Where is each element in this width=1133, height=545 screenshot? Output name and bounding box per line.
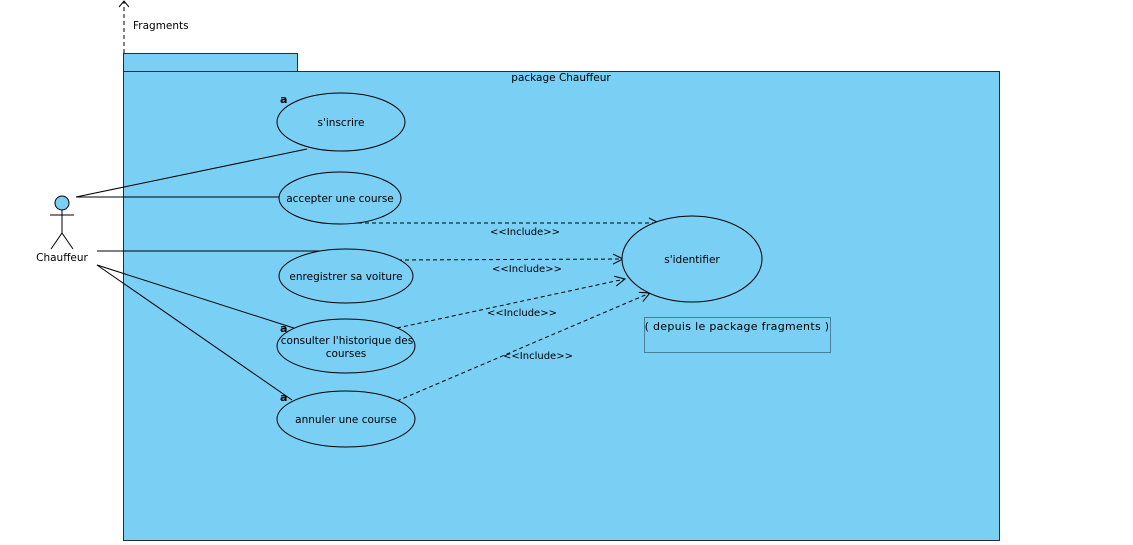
use-case-consulter-line1: consulter l'historique des bbox=[281, 335, 413, 347]
use-case-inscrire[interactable]: s'inscrire bbox=[276, 92, 406, 152]
marker-consulter: a bbox=[280, 322, 287, 335]
use-case-annuler-label: annuler une course bbox=[295, 414, 397, 426]
actor-head bbox=[54, 195, 70, 211]
association-consulter bbox=[96, 264, 301, 331]
package-tab bbox=[123, 53, 298, 72]
use-case-consulter-line2: courses bbox=[326, 348, 367, 360]
use-case-identifier[interactable]: s'identifier bbox=[621, 215, 763, 303]
use-case-enregistrer[interactable]: enregistrer sa voiture bbox=[278, 248, 414, 304]
use-case-inscrire-label: s'inscrire bbox=[318, 117, 365, 129]
use-case-consulter[interactable]: consulter l'historique des courses bbox=[276, 318, 416, 374]
actor-name: Chauffeur bbox=[36, 252, 88, 264]
associations bbox=[75, 148, 330, 401]
include-arrow-consulter bbox=[396, 279, 625, 329]
use-case-accepter[interactable]: accepter une course bbox=[278, 171, 402, 225]
include-label-consulter: <<Include>> bbox=[487, 308, 557, 319]
package-title: package Chauffeur bbox=[511, 72, 611, 84]
include-label-annuler: <<Include>> bbox=[503, 351, 573, 362]
note-text: ( depuis le package fragments ) bbox=[645, 320, 830, 333]
marker-inscrire: a bbox=[280, 93, 287, 106]
include-arrow-enregistrer bbox=[397, 259, 623, 260]
include-label-enregistrer: <<Include>> bbox=[492, 264, 562, 275]
association-inscrire bbox=[75, 148, 308, 198]
include-arrow-annuler bbox=[396, 293, 650, 402]
actor-chauffeur[interactable] bbox=[50, 195, 74, 250]
association-annuler bbox=[96, 264, 293, 401]
note-box bbox=[644, 317, 831, 353]
use-case-accepter-label: accepter une course bbox=[286, 193, 394, 205]
marker-annuler: a bbox=[280, 391, 287, 404]
fragments-dependency[interactable] bbox=[118, 0, 130, 53]
include-relations bbox=[358, 223, 659, 402]
package-chauffeur[interactable] bbox=[123, 71, 1000, 541]
include-label-accepter: <<Include>> bbox=[490, 227, 560, 238]
fragments-label: Fragments bbox=[133, 20, 189, 32]
use-case-identifier-label: s'identifier bbox=[664, 254, 720, 266]
use-case-annuler[interactable]: annuler une course bbox=[276, 390, 416, 448]
use-case-enregistrer-label: enregistrer sa voiture bbox=[289, 271, 402, 283]
